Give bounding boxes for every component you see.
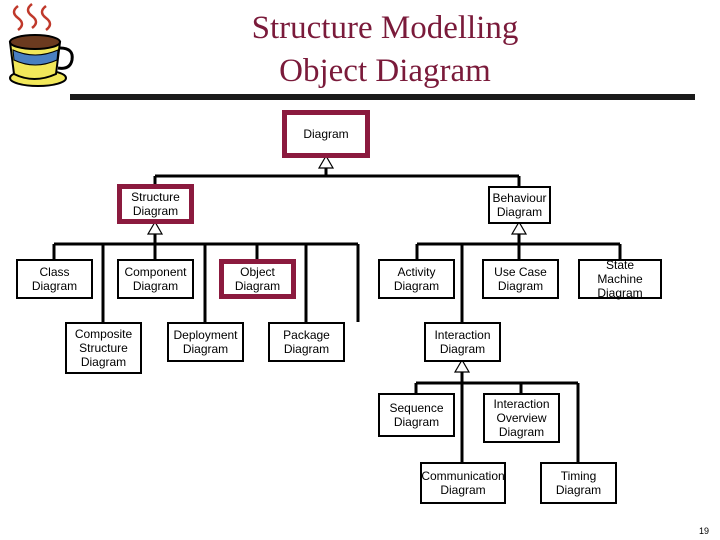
page-number: 19 bbox=[698, 526, 709, 536]
diagram-box: Diagram bbox=[282, 110, 370, 158]
sequence-diagram-box: Sequence Diagram bbox=[378, 393, 455, 437]
state-machine-diagram-box: State Machine Diagram bbox=[578, 258, 662, 300]
object-diagram-box: Object Diagram bbox=[219, 259, 296, 299]
slide-title-line1: Structure Modelling bbox=[251, 10, 519, 46]
component-diagram-box: Component Diagram bbox=[117, 259, 194, 299]
title-rule bbox=[70, 94, 695, 100]
composite-structure-diagram-box: Composite Structure Diagram bbox=[65, 322, 142, 374]
communication-diagram-box: Communication Diagram bbox=[420, 462, 506, 504]
class-diagram-box: Class Diagram bbox=[16, 259, 93, 299]
interaction-overview-diagram-box: Interaction Overview Diagram bbox=[483, 393, 560, 443]
use-case-diagram-box: Use Case Diagram bbox=[482, 259, 559, 299]
activity-diagram-box: Activity Diagram bbox=[378, 259, 455, 299]
coffee-cup-icon bbox=[8, 3, 74, 87]
timing-diagram-box: Timing Diagram bbox=[540, 462, 617, 504]
behaviour-diagram-box: Behaviour Diagram bbox=[488, 186, 551, 224]
deployment-diagram-box: Deployment Diagram bbox=[167, 322, 244, 362]
interaction-diagram-box: Interaction Diagram bbox=[424, 322, 501, 362]
structure-diagram-box: Structure Diagram bbox=[117, 184, 194, 224]
slide-title-line2: Object Diagram bbox=[279, 53, 491, 89]
package-diagram-box: Package Diagram bbox=[268, 322, 345, 362]
